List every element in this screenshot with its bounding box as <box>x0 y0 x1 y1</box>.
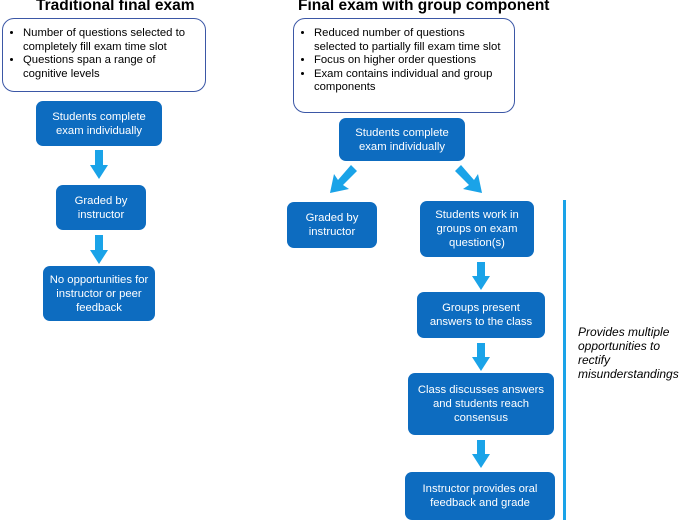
left-criteria-box: Number of questions selected to complete… <box>2 18 206 92</box>
left-criteria-item: Questions span a range of cognitive leve… <box>23 54 199 81</box>
right-criteria-item: Reduced number of questions selected to … <box>314 27 508 54</box>
right-step-group-work: Students work in groups on exam question… <box>420 201 534 257</box>
right-step-graded: Graded by instructor <box>287 202 377 248</box>
right-step-groups-present: Groups present answers to the class <box>417 292 545 338</box>
down-arrow-icon <box>472 440 490 468</box>
right-criteria-item: Focus on higher order questions <box>314 54 508 68</box>
right-criteria-box: Reduced number of questions selected to … <box>293 18 515 113</box>
right-step-complete-individually: Students complete exam individually <box>339 118 465 161</box>
left-step-no-feedback: No opportunities for instructor or peer … <box>43 266 155 321</box>
right-title: Final exam with group component <box>298 0 550 14</box>
left-criteria-item: Number of questions selected to complete… <box>23 27 199 54</box>
left-title: Traditional final exam <box>36 0 195 14</box>
right-step-class-discusses: Class discusses answers and students rea… <box>408 373 554 435</box>
group-component-note: Provides multiple opportunities to recti… <box>578 325 679 381</box>
left-step-complete-individually: Students complete exam individually <box>36 101 162 146</box>
down-arrow-icon <box>90 235 108 264</box>
right-criteria-item: Exam contains individual and group compo… <box>314 68 508 95</box>
left-step-graded: Graded by instructor <box>56 185 146 230</box>
group-component-bracket <box>563 200 566 520</box>
down-arrow-icon <box>472 262 490 290</box>
down-arrow-icon <box>472 343 490 371</box>
right-step-instructor-feedback: Instructor provides oral feedback and gr… <box>405 472 555 520</box>
down-right-arrow-icon <box>455 165 482 193</box>
down-arrow-icon <box>90 150 108 179</box>
down-left-arrow-icon <box>330 165 357 193</box>
